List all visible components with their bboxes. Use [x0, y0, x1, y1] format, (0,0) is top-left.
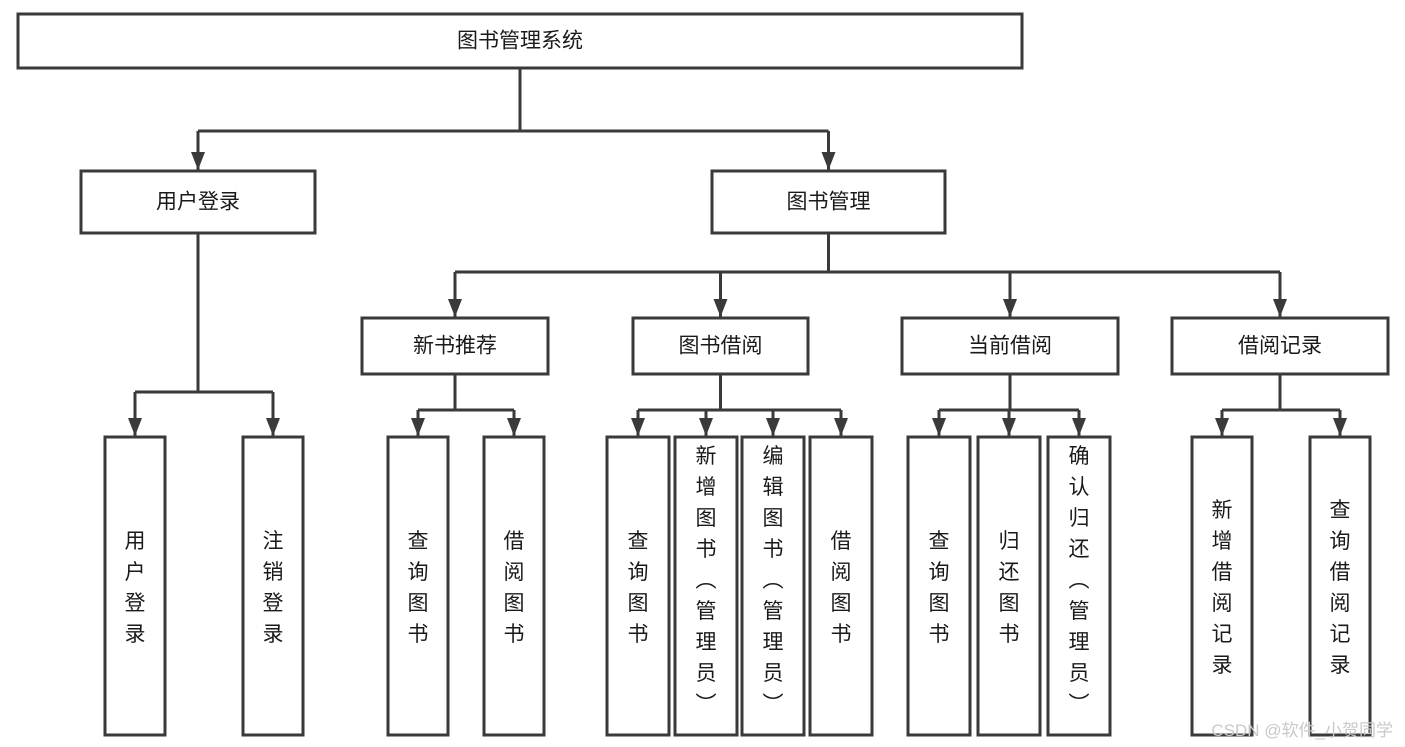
nodes-layer: 图书管理系统用户登录图书管理新书推荐图书借阅当前借阅借阅记录用户登录注销登录查询… — [16, 12, 1390, 737]
node-leaf-cur-confirm[interactable]: 确认归还︵管理员︶ — [1046, 435, 1112, 737]
node-user-login-box[interactable] — [79, 169, 317, 235]
node-leaf-bor-borrow-book-box[interactable] — [808, 435, 874, 737]
node-leaf-bor-query-book-box[interactable] — [605, 435, 671, 737]
node-leaf-bor-edit-book-label: 编辑图书︵管理员︶ — [763, 445, 784, 716]
node-current-borrow[interactable]: 当前借阅 — [900, 316, 1120, 376]
node-leaf-user-logout-label: 注销登录 — [263, 530, 284, 646]
node-leaf-cur-return-book[interactable]: 归还图书 — [976, 435, 1042, 737]
node-leaf-bor-add-book[interactable]: 新增图书︵管理员︶ — [673, 435, 739, 737]
new-book-recommend-arrow-1 — [507, 418, 521, 436]
node-leaf-rec-query-record-box[interactable] — [1308, 435, 1372, 737]
book-borrow-arrow-0 — [631, 418, 645, 436]
node-leaf-user-logout-box[interactable] — [241, 435, 305, 737]
node-leaf-rec-borrow-book[interactable]: 借阅图书 — [482, 435, 546, 737]
node-leaf-user-login[interactable]: 用户登录 — [103, 435, 167, 737]
node-current-borrow-label: 当前借阅 — [968, 335, 1052, 358]
node-leaf-bor-add-book-box[interactable] — [673, 435, 739, 737]
node-borrow-record[interactable]: 借阅记录 — [1170, 316, 1390, 376]
node-leaf-rec-query-record-label: 查询借阅记录 — [1330, 499, 1351, 677]
node-borrow-record-label: 借阅记录 — [1238, 335, 1322, 358]
node-book-borrow-box[interactable] — [631, 316, 810, 376]
book-borrow-arrow-2 — [766, 418, 780, 436]
node-book-manage-label: 图书管理 — [787, 191, 871, 214]
user-login-arrow-0 — [128, 418, 142, 436]
node-root-root-box[interactable] — [16, 12, 1024, 70]
node-leaf-cur-confirm-box[interactable] — [1046, 435, 1112, 737]
current-borrow-arrow-1 — [1002, 418, 1016, 436]
book-manage-arrow-3 — [1273, 299, 1287, 317]
node-current-borrow-box[interactable] — [900, 316, 1120, 376]
borrow-record-arrow-1 — [1333, 418, 1347, 436]
node-book-manage-box[interactable] — [710, 169, 947, 235]
root-arrow-0 — [191, 152, 205, 170]
node-leaf-rec-add-record[interactable]: 新增借阅记录 — [1190, 435, 1254, 737]
book-manage-arrow-0 — [448, 299, 462, 317]
node-leaf-user-logout[interactable]: 注销登录 — [241, 435, 305, 737]
node-leaf-cur-query-book[interactable]: 查询图书 — [906, 435, 972, 737]
book-manage-arrow-1 — [713, 299, 728, 317]
current-borrow-arrow-2 — [1072, 418, 1086, 436]
node-leaf-bor-query-book-label: 查询图书 — [628, 530, 649, 646]
node-leaf-user-login-box[interactable] — [103, 435, 167, 737]
node-leaf-rec-query-book-label: 查询图书 — [408, 530, 429, 646]
node-leaf-rec-query-record[interactable]: 查询借阅记录 — [1308, 435, 1372, 737]
node-leaf-cur-query-book-label: 查询图书 — [929, 530, 950, 646]
connectors-layer — [128, 68, 1347, 436]
node-leaf-rec-query-book-box[interactable] — [386, 435, 450, 737]
book-manage-arrow-2 — [1003, 299, 1017, 317]
node-leaf-rec-borrow-book-label: 借阅图书 — [504, 530, 525, 646]
node-new-book-recommend-box[interactable] — [360, 316, 550, 376]
node-user-login[interactable]: 用户登录 — [79, 169, 317, 235]
user-login-arrow-1 — [266, 418, 280, 436]
node-borrow-record-box[interactable] — [1170, 316, 1390, 376]
node-root-root[interactable]: 图书管理系统 — [16, 12, 1024, 70]
new-book-recommend-arrow-0 — [411, 418, 425, 436]
node-leaf-bor-borrow-book-label: 借阅图书 — [831, 530, 852, 646]
book-borrow-arrow-3 — [834, 418, 848, 436]
node-leaf-user-login-label: 用户登录 — [125, 530, 146, 646]
node-leaf-cur-query-book-box[interactable] — [906, 435, 972, 737]
current-borrow-arrow-0 — [932, 418, 946, 436]
node-leaf-bor-borrow-book[interactable]: 借阅图书 — [808, 435, 874, 737]
node-leaf-cur-confirm-label: 确认归还︵管理员︶ — [1069, 445, 1090, 716]
csdn-watermark: CSDN @软件_小贺同学 — [1211, 721, 1393, 740]
node-leaf-bor-query-book[interactable]: 查询图书 — [605, 435, 671, 737]
root-arrow-1 — [821, 152, 836, 170]
node-leaf-rec-add-record-box[interactable] — [1190, 435, 1254, 737]
node-new-book-recommend[interactable]: 新书推荐 — [360, 316, 550, 376]
book-borrow-arrow-1 — [699, 418, 713, 436]
borrow-record-arrow-0 — [1215, 418, 1229, 436]
node-leaf-cur-return-book-label: 归还图书 — [999, 530, 1020, 646]
node-leaf-bor-add-book-label: 新增图书︵管理员︶ — [696, 445, 717, 716]
node-leaf-bor-edit-book-box[interactable] — [740, 435, 806, 737]
node-book-manage[interactable]: 图书管理 — [710, 169, 947, 235]
node-book-borrow[interactable]: 图书借阅 — [631, 316, 810, 376]
node-user-login-label: 用户登录 — [156, 191, 240, 214]
node-leaf-cur-return-book-box[interactable] — [976, 435, 1042, 737]
node-leaf-rec-borrow-book-box[interactable] — [482, 435, 546, 737]
node-new-book-recommend-label: 新书推荐 — [413, 335, 497, 358]
node-root-root-label: 图书管理系统 — [457, 30, 583, 53]
node-leaf-bor-edit-book[interactable]: 编辑图书︵管理员︶ — [740, 435, 806, 737]
node-leaf-rec-add-record-label: 新增借阅记录 — [1212, 499, 1233, 677]
node-book-borrow-label: 图书借阅 — [679, 335, 763, 358]
node-leaf-rec-query-book[interactable]: 查询图书 — [386, 435, 450, 737]
